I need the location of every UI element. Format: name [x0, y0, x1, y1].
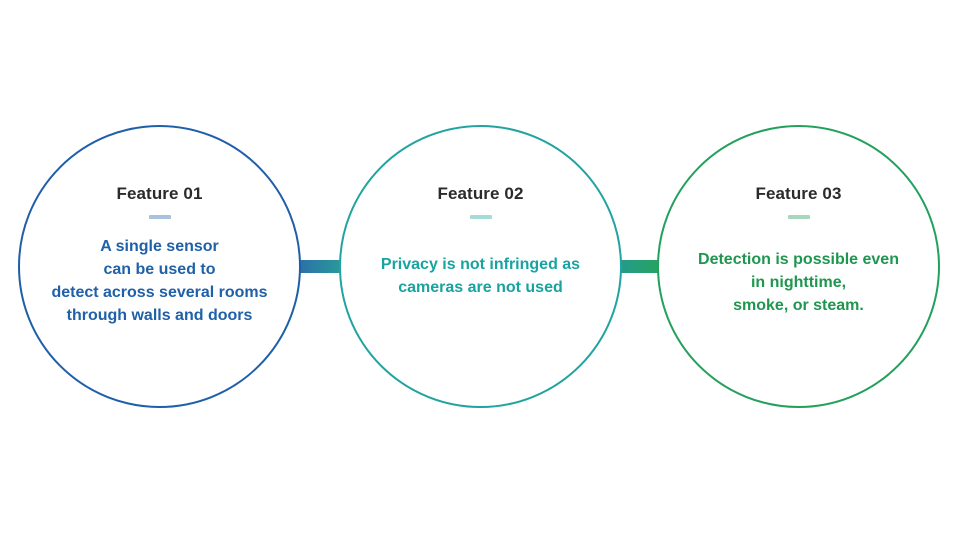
- feature-body-02: Privacy is not infringed as cameras are …: [380, 255, 581, 296]
- feature-divider-03: [787, 214, 810, 219]
- feature-title-02: Feature 02: [437, 184, 524, 203]
- feature-card-01-content: Feature 01 A single sensor can be used t…: [20, 127, 299, 327]
- feature-divider-01: [148, 214, 171, 219]
- feature-body-01: A single sensor can be used to detect ac…: [51, 237, 268, 325]
- feature-title-01: Feature 01: [116, 184, 203, 203]
- feature-card-03-content: Feature 03 Detection is possible even in…: [659, 127, 938, 317]
- connector-feature-01-to-02: [298, 260, 344, 273]
- feature-divider-02: [469, 214, 492, 219]
- feature-body-03: Detection is possible even in nighttime,…: [698, 250, 899, 315]
- feature-card-03[interactable]: Feature 03 Detection is possible even in…: [657, 125, 940, 408]
- feature-card-02[interactable]: Feature 02 Privacy is not infringed as c…: [339, 125, 622, 408]
- feature-card-01[interactable]: Feature 01 A single sensor can be used t…: [18, 125, 301, 408]
- feature-card-02-content: Feature 02 Privacy is not infringed as c…: [341, 127, 620, 299]
- feature-title-03: Feature 03: [755, 184, 842, 203]
- connector-feature-02-to-03: [617, 260, 661, 273]
